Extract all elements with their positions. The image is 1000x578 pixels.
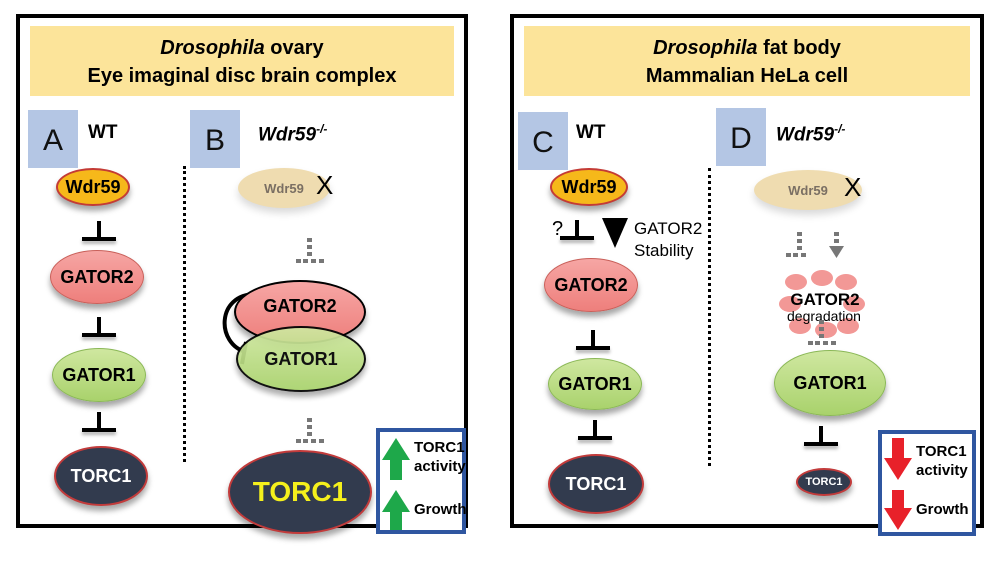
header-tissue: ovary — [264, 37, 324, 59]
node-torc1-hyperactive: TORC1 — [228, 450, 372, 534]
panel-header-left: Drosophila ovary Eye imaginal disc brain… — [30, 26, 454, 96]
subpanel-label-wt: WT — [576, 122, 606, 143]
panel-ovary-eye-disc: Drosophila ovary Eye imaginal disc brain… — [16, 14, 468, 534]
legend-box-increase: TORC1 activity Growth — [376, 428, 467, 534]
node-torc1: TORC1 — [548, 454, 644, 514]
down-arrow-icon — [884, 438, 912, 480]
divider-dotted — [708, 168, 711, 466]
header-species: Drosophila — [653, 37, 758, 59]
panel-header-right: Drosophila fat body Mammalian HeLa cell — [524, 26, 970, 96]
down-arrow-icon — [602, 218, 628, 248]
subpanel-letter-c: C — [518, 112, 568, 170]
panel-fat-body-hela: Drosophila fat body Mammalian HeLa cell … — [510, 14, 984, 536]
node-gator1-enlarged: GATOR1 — [774, 350, 886, 416]
degradation-label: degradation — [787, 308, 861, 324]
node-gator1-complex: GATOR1 — [236, 326, 366, 392]
question-mark: ? — [552, 218, 564, 240]
inhibition-icon — [560, 220, 594, 240]
legend-text: Growth — [916, 501, 969, 518]
node-gator2: GATOR2 — [50, 250, 144, 304]
knockout-x-icon: X — [844, 172, 862, 202]
genotype-superscript: -/- — [834, 122, 846, 136]
up-arrow-icon — [382, 490, 410, 530]
gator2-fragments-icon — [779, 270, 865, 338]
header-tissue: fat body — [757, 37, 841, 59]
knockout-x-icon: X — [316, 170, 334, 200]
node-wdr59: Wdr59 — [550, 168, 628, 206]
node-wdr59: Wdr59 — [56, 168, 130, 206]
dotted-inhibition-icon — [808, 320, 836, 345]
subpanel-letter-d: D — [716, 108, 766, 166]
legend-text: Growth — [414, 501, 467, 518]
node-wdr59-absent: Wdr59 — [754, 170, 862, 210]
legend-text: TORC1 — [916, 443, 967, 460]
subpanel-label-wt: WT — [88, 122, 118, 143]
subpanel-letter-b: B — [190, 110, 240, 168]
node-gator1: GATOR1 — [548, 358, 642, 410]
legend-text: TORC1 — [414, 439, 465, 456]
genotype-superscript: -/- — [316, 122, 328, 136]
node-torc1-reduced: TORC1 — [796, 468, 852, 496]
node-wdr59-absent: Wdr59 — [238, 168, 330, 208]
header-line2: Eye imaginal disc brain complex — [87, 65, 397, 87]
subpanel-letter-a: A — [28, 110, 78, 168]
gene-name: Wdr59 — [776, 124, 835, 146]
divider-dotted — [183, 166, 186, 462]
inhibition-icon — [82, 317, 116, 337]
inhibition-icon — [82, 221, 116, 241]
legend-text: activity — [414, 458, 466, 475]
node-gator2: GATOR2 — [544, 258, 638, 312]
gator2-stability-label: GATOR2 Stability — [634, 218, 702, 262]
down-arrow-icon — [884, 490, 912, 530]
label-line: GATOR2 — [634, 219, 703, 238]
dotted-inhibition-icon — [296, 418, 324, 443]
inhibition-icon — [82, 412, 116, 432]
legend-text: activity — [916, 462, 968, 479]
inhibition-icon — [578, 420, 612, 440]
legend-box-decrease: TORC1 activity Growth — [878, 430, 976, 536]
subpanel-label-wdr59-ko: Wdr59-/- — [258, 122, 327, 146]
inhibition-icon — [804, 426, 838, 446]
degraded-gator2-label: GATOR2 — [790, 290, 860, 309]
subpanel-label-wdr59-ko: Wdr59-/- — [776, 122, 845, 146]
up-arrow-icon — [382, 438, 410, 480]
inhibition-icon — [576, 330, 610, 350]
node-torc1: TORC1 — [54, 446, 148, 506]
dotted-inhibition-and-arrow-icon — [786, 232, 844, 258]
header-species: Drosophila — [160, 37, 265, 59]
label-line: Stability — [634, 241, 694, 260]
gene-name: Wdr59 — [258, 124, 317, 146]
node-gator1: GATOR1 — [52, 348, 146, 402]
dotted-inhibition-icon — [296, 238, 324, 263]
header-line2: Mammalian HeLa cell — [645, 65, 849, 87]
